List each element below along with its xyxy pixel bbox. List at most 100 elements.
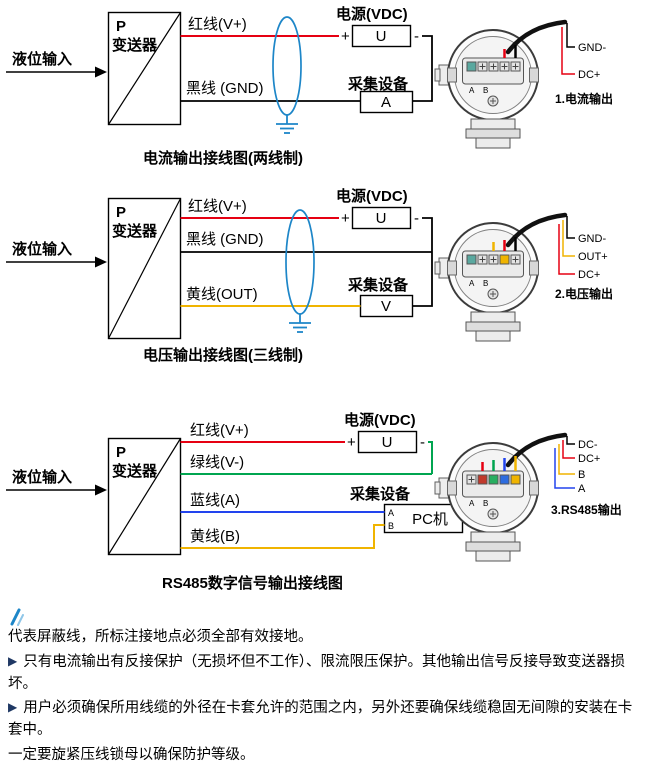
black-wire-label: 黑线 (GND): [186, 231, 264, 248]
terminal-caption: 3.RS485输出: [551, 502, 622, 517]
green-wire-label: 绿线(V-): [190, 454, 244, 471]
ground-icon: [276, 115, 298, 134]
shield-ellipse: [285, 209, 315, 315]
gnd-lead: [566, 216, 575, 239]
terminal-label-out: OUT+: [578, 251, 608, 263]
notes-section: 代表屏蔽线，所标注接地点必须全部有效接地。 ▶只有电流输出有反接保护（无损坏但不…: [0, 601, 650, 767]
terminal-device-2: A B GND- OUT+ DC+ 2.电压输出: [435, 215, 613, 341]
terminal-label-a: A: [578, 483, 586, 495]
terminal-b-label: B: [483, 499, 488, 508]
input-label: 液位输入: [12, 240, 72, 258]
power-title: 电源(VDC): [336, 187, 408, 205]
transmitter-p-label: P: [116, 444, 126, 461]
section-caption: 电压输出接线图(三线制): [143, 346, 303, 364]
diagram-voltage-output: 液位输入 P 变送器 红线(V+) 电源(VDC) + U - 黑线 (GND)…: [6, 187, 613, 364]
power-title: 电源(VDC): [336, 5, 408, 23]
terminal-a-label: A: [469, 86, 475, 95]
terminal-b-label: B: [483, 279, 488, 288]
terminal-square: [488, 474, 499, 485]
terminal-square: [466, 61, 477, 72]
yellow-wire-label: 黄线(B): [190, 528, 240, 545]
terminal-label-b: B: [578, 469, 585, 481]
red-wire-label: 红线(V+): [188, 16, 247, 33]
transmitter-diagonal: [107, 12, 182, 125]
note-text: 一定要旋紧压线锁母以确保防护等级。: [8, 746, 255, 763]
power-minus: -: [420, 434, 425, 451]
return-wire: [412, 217, 433, 307]
input-arrow-icon: [6, 256, 107, 268]
diagram-rs485-output: 液位输入 P 变送器 电源(VDC) + U - 红线(V+) 绿线(V-) 采…: [6, 411, 622, 592]
section-caption: RS485数字信号输出接线图: [162, 574, 343, 592]
terminal-label-dc: DC+: [578, 269, 600, 281]
red-wire-label: 红线(V+): [188, 198, 247, 215]
out-lead: [562, 220, 575, 257]
note-cable-diameter: ▶用户必须确保所用线缆的外径在卡套允许的范围之内，另外还要确保线缆稳固无间隙的安…: [8, 698, 642, 742]
power-minus: -: [414, 28, 419, 45]
dcminus-lead: [566, 436, 575, 445]
terminal-label-gnd: GND-: [578, 233, 606, 245]
note-shield: 代表屏蔽线，所标注接地点必须全部有效接地。: [8, 607, 642, 649]
power-meter-box: [351, 206, 412, 230]
power-meter-box: [351, 24, 412, 48]
collector-title: 采集设备: [347, 75, 409, 93]
transmitter-diagonal: [107, 198, 182, 339]
dc-lead: [561, 27, 575, 75]
gnd-lead: [566, 23, 575, 48]
terminal-label-gnd: GND-: [578, 42, 606, 54]
blue-wire-label: 蓝线(A): [190, 492, 240, 509]
input-arrow-icon: [6, 484, 107, 496]
shield-line-icon: [10, 608, 24, 626]
power-plus: +: [347, 434, 356, 451]
terminal-device-3: A B DC- DC+ B A 3.RS485输出: [435, 435, 622, 561]
terminal-caption: 1.电流输出: [555, 91, 613, 106]
note-reverse-protection: ▶只有电流输出有反接保护（无损坏但不工作）、限流限压保护。其他输出信号反接导致变…: [8, 652, 642, 696]
terminal-a-label: A: [469, 279, 475, 288]
yellow-wire: [180, 524, 385, 549]
note-text: 用户必须确保所用线缆的外径在卡套允许的范围之内，另外还要确保线缆稳固无间隙的安装…: [8, 700, 633, 738]
note-text: 代表屏蔽线，所标注接地点必须全部有效接地。: [8, 629, 313, 645]
pc-terminal-b: B: [388, 521, 394, 531]
dc-lead: [558, 224, 575, 275]
return-wire: [412, 35, 433, 102]
collector-meter-letter: A: [381, 94, 391, 111]
collector-meter-box: [359, 90, 414, 114]
input-label: 液位输入: [12, 468, 72, 486]
terminal-caption: 2.电压输出: [555, 286, 613, 301]
yellow-wire-label: 黄线(OUT): [186, 286, 258, 303]
dcplus-lead: [562, 440, 575, 459]
power-title: 电源(VDC): [344, 411, 416, 429]
terminal-label-dc: DC+: [578, 69, 600, 81]
power-meter-letter: U: [376, 28, 387, 45]
red-wire-label: 红线(V+): [190, 422, 249, 439]
pc-label: PC机: [412, 511, 448, 528]
note-text: 只有电流输出有反接保护（无损坏但不工作）、限流限压保护。其他输出信号反接导致变送…: [8, 653, 625, 692]
wiring-diagram-page: 液位输入 P 变送器 红线(V+) 电源(VDC) + U - 黑线 (GND)…: [6, 5, 632, 763]
collector-title: 采集设备: [349, 485, 411, 503]
transmitter-name: 变送器: [112, 36, 158, 54]
transmitter-name: 变送器: [112, 462, 158, 480]
terminal-square: [499, 254, 510, 265]
bullet-icon: ▶: [8, 700, 18, 715]
power-meter-box: [357, 430, 418, 454]
ground-icon: [289, 314, 311, 333]
transmitter-diagonal: [107, 438, 182, 555]
power-plus: +: [341, 210, 350, 227]
power-plus: +: [341, 28, 350, 45]
terminal-label-dcplus: DC+: [578, 453, 600, 465]
section-caption: 电流输出接线图(两线制): [143, 149, 303, 167]
terminal-label-dcminus: DC-: [578, 439, 598, 451]
transmitter-p-label: P: [116, 18, 126, 35]
input-label: 液位输入: [12, 50, 72, 68]
a-lead: [554, 448, 575, 489]
transmitter-p-label: P: [116, 204, 126, 221]
terminal-device-1: A B GND- DC+ 1.电流输出: [435, 22, 613, 148]
transmitter-name: 变送器: [112, 222, 158, 240]
green-wire-up: [428, 441, 433, 474]
bullet-icon: ▶: [8, 653, 18, 668]
terminal-a-label: A: [469, 499, 475, 508]
black-wire-label: 黑线 (GND): [186, 80, 264, 97]
terminal-square: [499, 474, 510, 485]
terminal-square: [477, 474, 488, 485]
note-lock-nut: 一定要旋紧压线锁母以确保防护等级。: [8, 745, 642, 767]
terminal-square: [510, 474, 521, 485]
